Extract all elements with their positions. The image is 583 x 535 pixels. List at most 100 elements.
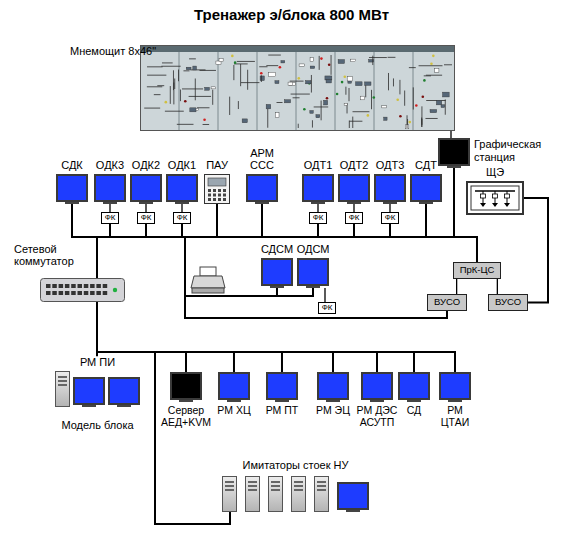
board-schematic-line <box>161 66 180 67</box>
monitor-stand <box>311 202 325 204</box>
monitor-stand <box>139 202 153 204</box>
mon-node: РМ ЭЦ <box>316 372 350 416</box>
network-link <box>97 204 262 278</box>
board-indicator <box>184 100 187 103</box>
mon-node: РМ ЦТАИ <box>438 372 472 428</box>
board-schematic-line <box>321 101 322 121</box>
board-indicator <box>423 79 426 82</box>
board-indicator <box>399 115 402 118</box>
board-schematic-line <box>425 118 437 119</box>
board-schematic-line <box>170 86 171 104</box>
board-schematic-line <box>393 78 394 86</box>
device-label: РМ ПТ <box>266 404 299 416</box>
board-schematic-line <box>178 70 179 82</box>
monitor-stand <box>270 286 284 288</box>
monitor-screen <box>338 174 370 202</box>
switch-port <box>84 291 89 295</box>
network-link <box>524 198 548 302</box>
board-top-strip <box>141 46 454 52</box>
board-schematic-line <box>247 70 248 90</box>
network-link <box>353 204 354 212</box>
board-element <box>310 58 313 62</box>
board-indicator <box>367 114 370 117</box>
board-schematic-line <box>314 106 329 107</box>
monitor-icon <box>297 258 329 288</box>
monitor-stand <box>419 202 433 204</box>
diagram-title: Тренажер э/блока 800 МВт <box>0 6 583 23</box>
monitor-screen <box>261 258 293 286</box>
board-schematic-line <box>197 107 209 108</box>
board-schematic-line <box>182 88 203 89</box>
monitor-stand <box>103 202 117 204</box>
board-indicator <box>234 61 237 64</box>
network-link <box>181 204 182 212</box>
board-schematic-line <box>183 70 189 71</box>
board-schematic-line <box>277 102 283 103</box>
box-node: ВУСО <box>488 294 528 311</box>
device-label: ФК <box>385 213 396 223</box>
fk-node: ФК <box>318 302 337 314</box>
monitor-screen <box>398 372 430 400</box>
monitor-stand <box>346 510 360 512</box>
drive-slot <box>294 489 303 491</box>
panel-button <box>218 194 221 197</box>
monitor-stand <box>383 202 397 204</box>
board-element <box>281 61 285 63</box>
server-tower <box>291 476 306 512</box>
panel-body <box>205 175 230 204</box>
network-link <box>97 302 414 372</box>
monitor-icon <box>439 372 471 402</box>
board-element <box>288 82 292 85</box>
board-element <box>205 87 210 90</box>
board-element <box>284 100 290 103</box>
server-tower <box>222 476 237 512</box>
switch-port <box>46 291 51 295</box>
switch-port <box>103 291 108 295</box>
monitor-icon <box>374 174 406 204</box>
feeder-arrow <box>480 203 486 207</box>
device-label: РМ ЦТАИ <box>438 404 472 428</box>
board-schematic-line <box>298 124 299 128</box>
switch-port <box>96 291 101 295</box>
board-indicator <box>422 95 425 98</box>
drive-slot <box>317 489 326 491</box>
board-schematic-line <box>345 87 346 95</box>
network-link <box>324 288 325 302</box>
board-schematic-line <box>266 65 278 66</box>
board-element <box>190 108 196 112</box>
drive-slot <box>294 485 303 487</box>
monitor-screen <box>297 258 329 286</box>
fk-node: ФК <box>345 212 364 224</box>
network-link <box>389 204 390 212</box>
network-link <box>456 279 457 294</box>
board-element <box>325 76 332 80</box>
switch-port <box>84 284 89 288</box>
monitor-stand <box>370 400 384 402</box>
board-schematic-line <box>419 65 443 66</box>
fk-node: ФК <box>381 212 400 224</box>
board-indicator <box>279 66 282 69</box>
drive-slot <box>271 481 280 483</box>
device-label: ПАУ <box>206 159 228 172</box>
board-schematic-line <box>238 101 239 109</box>
feeder-arrow <box>504 203 510 207</box>
board-schematic-line <box>445 99 446 114</box>
board-indicator <box>320 57 323 60</box>
mon-node: РМ ПТ <box>266 372 299 416</box>
panel-node: ЩЭ <box>466 166 524 215</box>
board-element <box>193 66 197 70</box>
board-frame <box>141 46 455 131</box>
mon-node: ОДТ2 <box>338 159 370 204</box>
board-schematic-line <box>369 57 387 58</box>
drive-slot <box>317 485 326 487</box>
device-label: ОДК2 <box>132 159 160 172</box>
board-schematic-line <box>291 94 310 95</box>
workstation-group <box>55 371 140 407</box>
server-tower <box>268 476 283 512</box>
printer-paper <box>200 267 216 276</box>
pi-node: РМ ПИМодель блока <box>55 356 140 431</box>
panel-button <box>223 194 226 197</box>
board-indicator <box>326 97 329 100</box>
mon-node: РМ ХЦ <box>217 372 250 416</box>
panel-button <box>218 198 221 201</box>
